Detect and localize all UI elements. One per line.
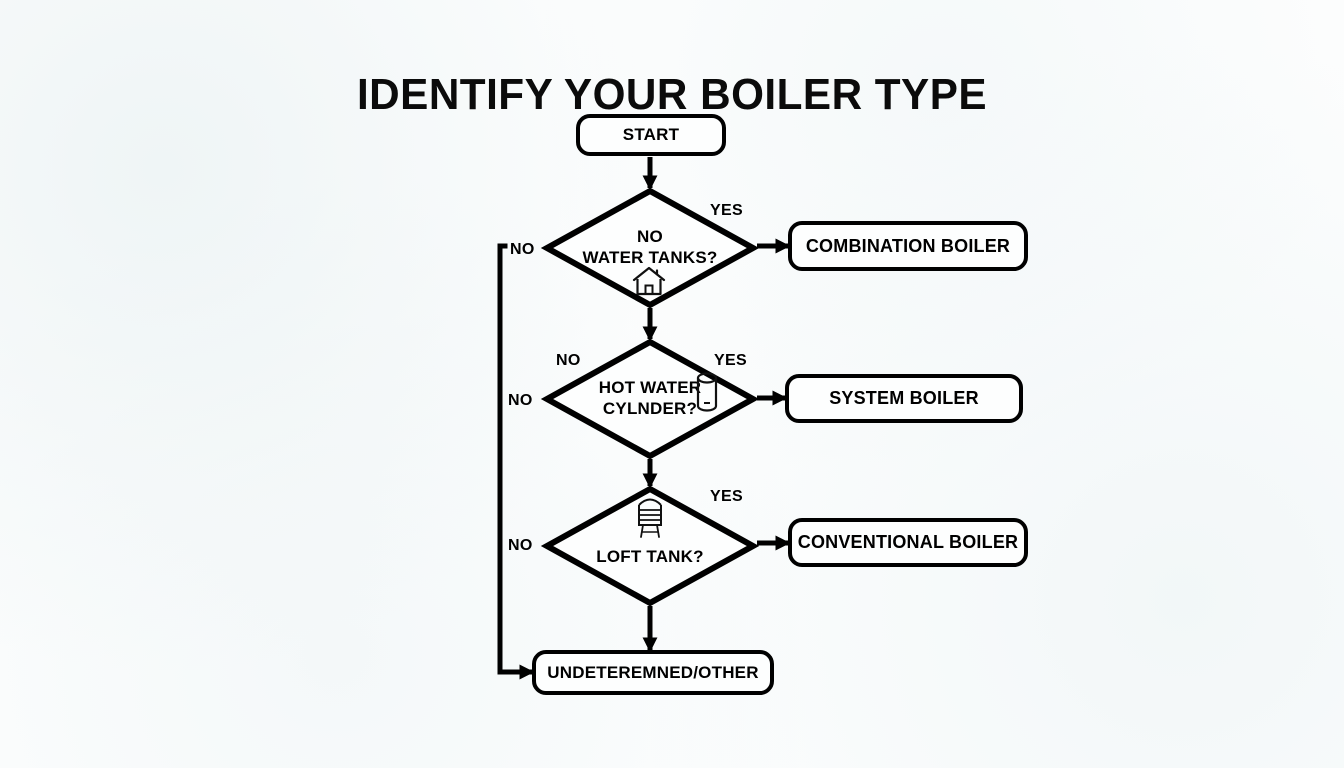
edge-label-no-no-water-tanks: NO <box>510 241 535 258</box>
node-start[interactable]: START <box>576 114 726 156</box>
edge-label-yes-hot-water-cylinder: YES <box>714 352 747 369</box>
diamond-shape <box>540 187 760 309</box>
diamond-shape <box>540 338 760 460</box>
outcome-combination-boiler[interactable]: COMBINATION BOILER <box>788 221 1028 271</box>
outcome-undetermined-other[interactable]: UNDETEREMNED/OTHER <box>532 650 774 695</box>
edge-label-no-hot-water-cylinder-top: NO <box>556 352 581 369</box>
edge-label-no-hot-water-cylinder-left: NO <box>508 392 533 409</box>
diamond-shape <box>540 485 760 607</box>
edge-label-no-loft-tank: NO <box>508 537 533 554</box>
edge-label-yes-no-water-tanks: YES <box>710 202 743 219</box>
outcome-conventional-boiler[interactable]: CONVENTIONAL BOILER <box>788 518 1028 567</box>
edge-label-yes-loft-tank: YES <box>710 488 743 505</box>
page-title: IDENTIFY YOUR BOILER TYPE <box>356 70 988 120</box>
outcome-system-boiler[interactable]: SYSTEM BOILER <box>785 374 1023 423</box>
